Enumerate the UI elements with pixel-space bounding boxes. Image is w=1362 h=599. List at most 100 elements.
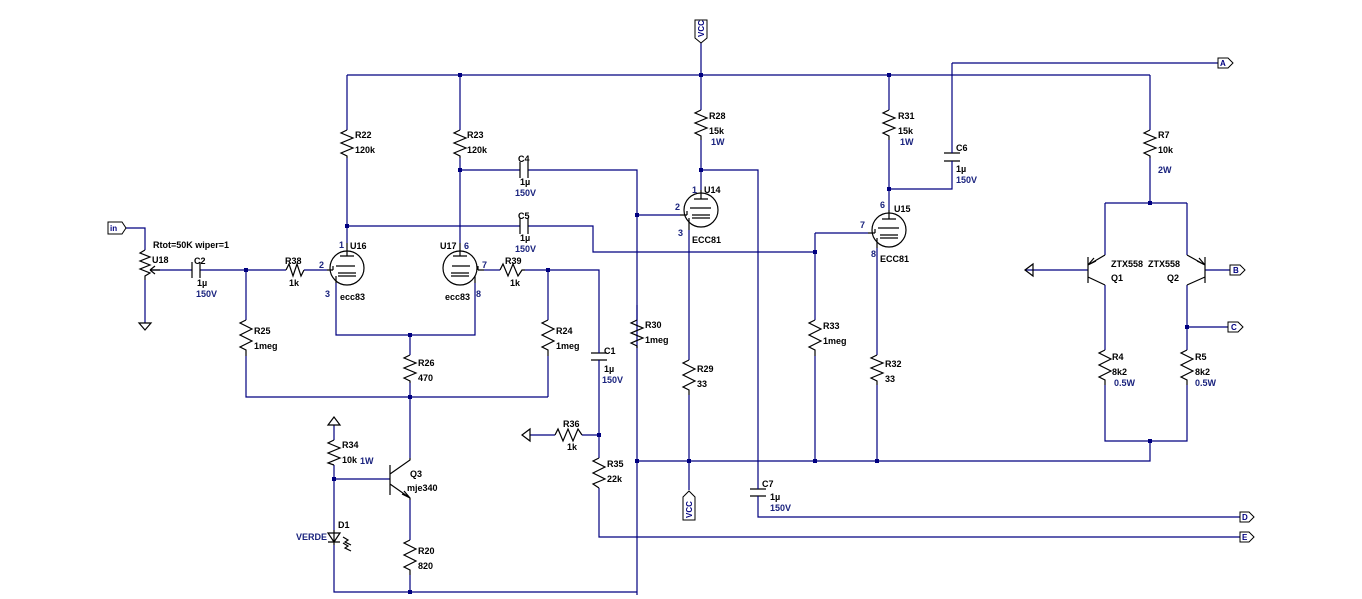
svg-text:E: E — [1242, 533, 1248, 542]
svg-text:120k: 120k — [467, 145, 488, 155]
svg-text:mje340: mje340 — [407, 483, 438, 493]
wires — [126, 40, 1240, 595]
tube-u14: 1 U14 2 3 ECC81 — [675, 185, 721, 245]
svg-text:3: 3 — [678, 228, 683, 238]
svg-text:150V: 150V — [956, 175, 977, 185]
svg-text:1k: 1k — [289, 278, 300, 288]
resistor-r20: R20 820 — [402, 539, 435, 575]
svg-text:7: 7 — [482, 260, 487, 270]
port-d: D — [1239, 511, 1255, 523]
resistor-r22: R22 120k — [339, 129, 376, 158]
svg-text:1: 1 — [692, 185, 697, 195]
svg-text:U18: U18 — [152, 255, 169, 265]
svg-text:150V: 150V — [196, 289, 217, 299]
resistor-r33: R33 1meg — [807, 319, 847, 356]
svg-text:1µ: 1µ — [956, 164, 966, 174]
svg-text:R32: R32 — [885, 359, 902, 369]
svg-text:1meg: 1meg — [254, 341, 278, 351]
svg-text:R36: R36 — [563, 419, 580, 429]
svg-text:33: 33 — [885, 374, 895, 384]
resistor-r24: R24 1meg — [540, 319, 580, 356]
svg-text:1meg: 1meg — [556, 341, 580, 351]
svg-text:R30: R30 — [645, 320, 662, 330]
transistor-q2: ZTX558 Q2 — [1148, 254, 1206, 286]
svg-text:7: 7 — [860, 220, 865, 230]
svg-text:15k: 15k — [709, 126, 725, 136]
port-in: in — [107, 221, 127, 235]
svg-text:R26: R26 — [418, 358, 435, 368]
resistor-r28: R28 15k 1W — [693, 109, 726, 147]
svg-text:1meg: 1meg — [645, 335, 669, 345]
resistor-r4: R4 8k2 0.5W — [1097, 349, 1136, 388]
capacitor-c7: C7 1µ 150V — [750, 479, 791, 513]
resistor-r39: R39 1k — [499, 256, 525, 288]
svg-text:8: 8 — [476, 289, 481, 299]
svg-text:8k2: 8k2 — [1195, 367, 1210, 377]
svg-text:R7: R7 — [1158, 130, 1170, 140]
svg-text:A: A — [1220, 59, 1226, 68]
vcc-flag-bottom: VCC — [682, 490, 696, 521]
svg-text:150V: 150V — [515, 188, 536, 198]
svg-text:1: 1 — [339, 240, 344, 250]
svg-text:C5: C5 — [518, 211, 530, 221]
svg-text:ECC81: ECC81 — [692, 235, 721, 245]
led-d1: D1 VERDE — [296, 520, 352, 552]
resistor-r35: R35 22k — [591, 457, 624, 489]
resistor-r31: R31 15k 1W — [881, 109, 915, 147]
svg-text:1k: 1k — [510, 278, 521, 288]
resistor-r36: R36 1k — [554, 419, 583, 452]
svg-text:VCC: VCC — [685, 501, 694, 518]
svg-text:820: 820 — [418, 561, 433, 571]
svg-text:2: 2 — [675, 202, 680, 212]
svg-text:1µ: 1µ — [520, 233, 530, 243]
svg-text:1k: 1k — [567, 442, 578, 452]
svg-text:R28: R28 — [709, 111, 726, 121]
svg-text:3: 3 — [325, 289, 330, 299]
svg-text:R24: R24 — [556, 326, 573, 336]
transistor-q3: Q3 mje340 — [389, 458, 438, 500]
resistor-r29: R29 33 — [681, 359, 714, 395]
svg-text:1µ: 1µ — [520, 177, 530, 187]
resistor-r23: R23 120k — [452, 129, 488, 158]
svg-text:D1: D1 — [338, 520, 350, 530]
svg-text:C4: C4 — [518, 154, 530, 164]
svg-text:C1: C1 — [604, 346, 616, 356]
capacitor-c5: C5 1µ 150V — [515, 211, 536, 254]
resistor-r26: R26 470 — [402, 354, 435, 383]
port-e: E — [1239, 531, 1255, 543]
svg-text:10k: 10k — [1158, 145, 1174, 155]
svg-text:C2: C2 — [194, 256, 206, 266]
svg-text:150V: 150V — [602, 375, 623, 385]
svg-text:in: in — [110, 224, 117, 233]
svg-text:ecc83: ecc83 — [445, 292, 470, 302]
capacitor-c2: C2 1µ 150V — [191, 256, 217, 299]
svg-text:U15: U15 — [894, 204, 911, 214]
svg-text:1W: 1W — [900, 137, 914, 147]
svg-text:R25: R25 — [254, 326, 271, 336]
svg-text:2: 2 — [319, 260, 324, 270]
svg-text:15k: 15k — [898, 126, 914, 136]
capacitor-c6: C6 1µ 150V — [944, 143, 977, 185]
svg-text:R33: R33 — [823, 321, 840, 331]
svg-text:VERDE: VERDE — [296, 532, 327, 542]
triangle-terminal-q1-base — [1024, 262, 1034, 278]
svg-text:U17: U17 — [440, 241, 457, 251]
svg-text:ecc83: ecc83 — [340, 292, 365, 302]
svg-text:U16: U16 — [350, 241, 367, 251]
resistor-r7: R7 10k 2W — [1142, 129, 1174, 175]
svg-text:1W: 1W — [360, 456, 374, 466]
port-b: B — [1229, 264, 1246, 276]
port-a: A — [1217, 57, 1234, 69]
svg-text:ZTX558: ZTX558 — [1148, 259, 1180, 269]
svg-text:ZTX558: ZTX558 — [1111, 259, 1143, 269]
resistor-r5: R5 8k2 0.5W — [1179, 349, 1217, 388]
svg-text:Q2: Q2 — [1167, 273, 1179, 283]
svg-text:R29: R29 — [697, 364, 714, 374]
svg-text:470: 470 — [418, 373, 433, 383]
svg-text:Q3: Q3 — [410, 469, 422, 479]
svg-text:150V: 150V — [515, 244, 536, 254]
svg-text:R20: R20 — [418, 546, 435, 556]
svg-text:R35: R35 — [607, 459, 624, 469]
svg-text:2W: 2W — [1158, 165, 1172, 175]
triangle-terminal-r34 — [326, 416, 342, 426]
